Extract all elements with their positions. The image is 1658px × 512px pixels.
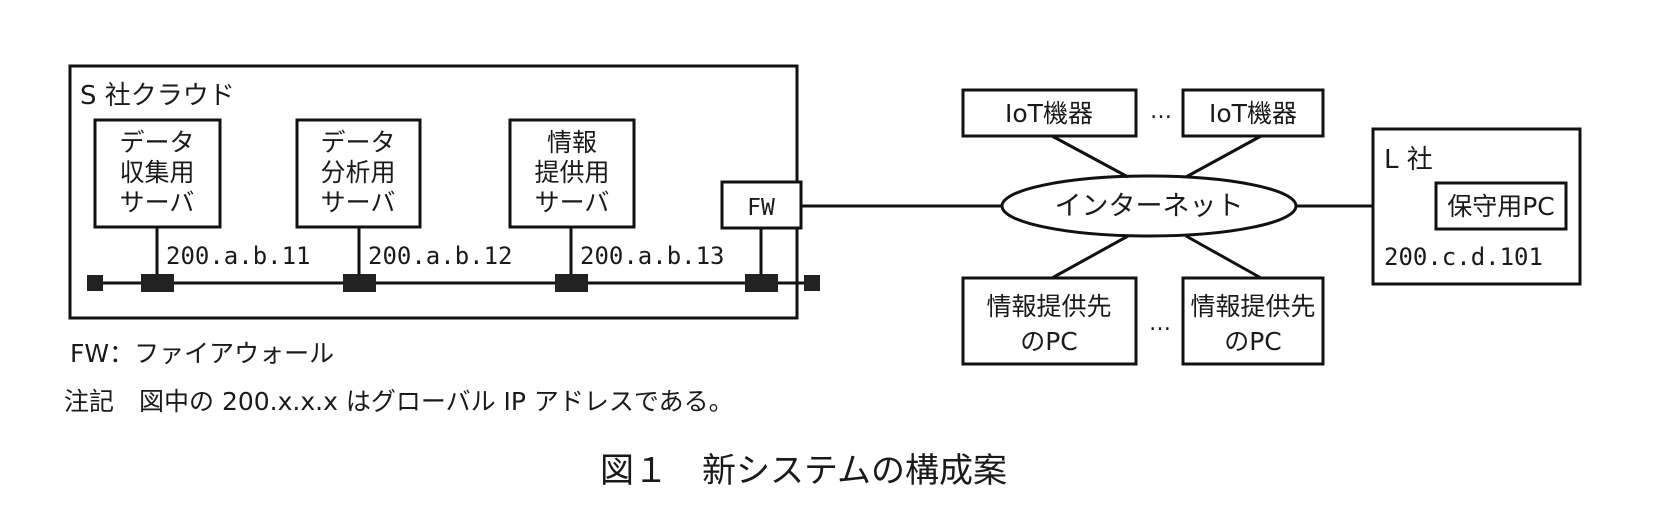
server-box <box>93 118 222 229</box>
server-info-provision: 情報 提供用 サーバ 200.a.b.13 <box>508 118 725 292</box>
firewall: FW <box>720 180 803 292</box>
iot-device-box <box>961 88 1138 138</box>
internet-label: インターネット <box>1055 191 1244 222</box>
iot-link <box>1185 134 1262 179</box>
diagram-note: 注記 図中の 200.x.x.x はグローバル IP アドレスである。 <box>64 387 734 416</box>
server-label-line: 情報 <box>547 128 597 157</box>
info-pc-link <box>1051 234 1129 280</box>
maintenance-pc-box <box>1434 181 1568 231</box>
network-port <box>343 274 376 292</box>
server-ip: 200.a.b.11 <box>166 242 311 270</box>
iot-link <box>1051 134 1129 179</box>
info-pc-label-line: 情報提供先 <box>986 292 1111 321</box>
network-port <box>555 274 588 292</box>
iot-ellipsis: … <box>1150 99 1172 124</box>
server-label-line: データ <box>119 128 194 157</box>
server-label-line: 分析用 <box>320 158 395 187</box>
iot-device-box <box>1181 88 1325 138</box>
l-company-label: L 社 <box>1384 145 1433 175</box>
server-box <box>295 118 422 229</box>
bus-terminator-right <box>804 275 820 291</box>
fw-legend: FW：ファイアウォール <box>70 339 334 368</box>
firewall-box <box>720 180 803 230</box>
iot-device-label: IoT機器 <box>1209 99 1297 128</box>
info-pc-link <box>1185 234 1262 280</box>
server-box <box>508 118 636 229</box>
server-data-analysis: データ 分析用 サーバ 200.a.b.12 <box>295 118 513 292</box>
info-pc-label-line: 情報提供先 <box>1190 292 1315 321</box>
info-pc-label-line: のPC <box>1224 327 1282 356</box>
info-pc-box <box>961 276 1138 366</box>
info-pc-label-line: のPC <box>1020 327 1078 356</box>
server-data-collection: データ 収集用 サーバ 200.a.b.11 <box>93 118 311 292</box>
server-ip: 200.a.b.12 <box>368 242 513 270</box>
s-cloud-label: S 社クラウド <box>80 81 235 111</box>
maintenance-pc-ip: 200.c.d.101 <box>1384 243 1543 271</box>
server-label-line: データ <box>320 128 395 157</box>
network-port <box>141 274 174 292</box>
info-pc-box <box>1181 276 1325 366</box>
server-label-line: サーバ <box>120 188 195 217</box>
server-label-line: サーバ <box>535 188 610 217</box>
figure-caption: 図１ 新システムの構成案 <box>600 451 1007 491</box>
server-label-line: サーバ <box>321 188 396 217</box>
maintenance-pc-label: 保守用PC <box>1447 192 1555 221</box>
iot-device-label: IoT機器 <box>1005 99 1093 128</box>
server-ip: 200.a.b.13 <box>580 242 725 270</box>
server-label-line: 提供用 <box>534 158 609 187</box>
server-label-line: 収集用 <box>119 158 194 187</box>
network-port <box>745 274 778 292</box>
firewall-label: FW <box>747 195 775 221</box>
bus-terminator-left <box>87 275 103 291</box>
info-pc-ellipsis: … <box>1149 311 1171 336</box>
